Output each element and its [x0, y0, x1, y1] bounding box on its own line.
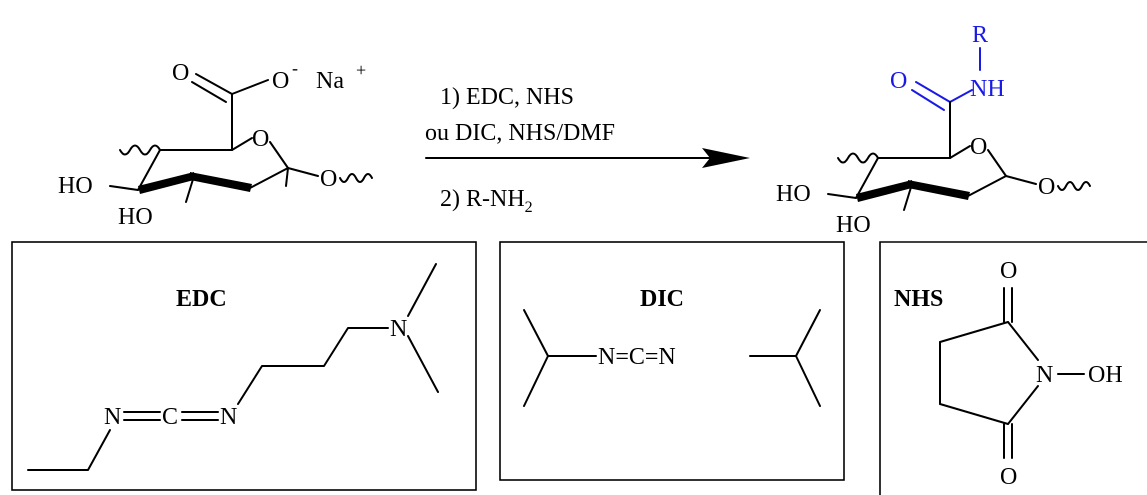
reactant-wavy-bond-right: [339, 173, 373, 183]
edc-title: EDC: [176, 286, 227, 312]
condition-step1-line2: ou DIC, NHS/DMF: [425, 120, 615, 146]
carboxyl-o-bond: [231, 79, 269, 95]
reactant-carbonyl-o: O: [172, 60, 189, 86]
edc-box: [11, 241, 477, 491]
ring-c5-o-bond: [231, 137, 253, 151]
product-structure: R NH O HO HO O O: [776, 22, 1091, 238]
reactant-structure: O O - Na + HO HO O O: [58, 58, 373, 230]
product-ring-o-c1-bond: [987, 149, 1007, 177]
nhs-panel: NHS O N OH O: [879, 241, 1147, 495]
product-ring-front-wedge-left: [856, 180, 912, 202]
reactant-wavy-bond-left: [119, 144, 161, 156]
dic-right-iso-up: [795, 309, 821, 357]
product-ring-front-wedge-right: [908, 180, 970, 200]
condition-step1-line1: 1) EDC, NHS: [440, 84, 574, 110]
reactant-ho-bottom: HO: [118, 204, 153, 230]
ring-c1-glyco-bond: [285, 167, 289, 187]
ring-o-c1-bond: [269, 141, 289, 169]
ring-front-wedge-left: [138, 172, 194, 194]
nhs-n: N: [1036, 362, 1053, 388]
product-ho-c3-bond: [827, 193, 857, 199]
dic-title: DIC: [640, 286, 684, 312]
product-nh: NH: [970, 76, 1005, 102]
product-r-group: R: [972, 22, 988, 48]
dic-left-iso-down: [523, 355, 549, 407]
product-glyco-o: O: [1038, 174, 1055, 200]
edc-n-right: N: [220, 404, 237, 430]
product-amide-c-n-bond: [949, 89, 973, 103]
edc-panel: EDC N C N N: [11, 241, 477, 491]
reactant-glyco-o: O: [320, 166, 337, 192]
ring-front-wedge-right: [190, 172, 252, 192]
carbonyl-double-bond-b: [191, 81, 227, 103]
edc-c: C: [162, 404, 178, 430]
product-ring-c4-c3-bond: [855, 157, 879, 199]
condition-step2-prefix: 2) R-NH: [440, 186, 525, 212]
nhs-ring-n-top: [1007, 321, 1039, 361]
nhs-o-top: O: [1000, 258, 1017, 284]
nhs-box: [879, 241, 1147, 495]
reactant-ring-o: O: [252, 126, 269, 152]
product-ring-c5-o-bond: [949, 145, 971, 159]
reactant-carboxylate-charge: -: [292, 58, 298, 78]
carbonyl-double-bond-a: [195, 73, 233, 95]
glyco-bond: [287, 167, 319, 177]
edc-n-amine: N: [390, 316, 407, 342]
edc-methyl-up: [407, 263, 437, 317]
reaction-conditions: 1) EDC, NHS ou DIC, NHS/DMF 2) R-NH2: [425, 84, 750, 216]
product-carbonyl-o: O: [890, 68, 907, 94]
nhs-ring-n-bottom: [1007, 385, 1039, 425]
product-ring-o: O: [970, 134, 987, 160]
dic-panel: DIC N=C=N: [499, 241, 845, 481]
nhs-ring-bottom: [939, 403, 1009, 425]
ho-c3-bond: [109, 185, 139, 191]
dic-box: [499, 241, 845, 481]
reactant-ho-left: HO: [58, 173, 93, 199]
edc-ethyl-chain: [27, 429, 111, 471]
dic-left-iso-up: [523, 309, 549, 357]
dic-right-iso-down: [795, 355, 821, 407]
product-ring-c2-c1-bond: [967, 175, 1007, 197]
dic-formula: N=C=N: [598, 344, 676, 370]
nhs-oh: OH: [1088, 362, 1123, 388]
product-ho-left: HO: [776, 181, 811, 207]
condition-step2-sub: 2: [525, 199, 533, 216]
reactant-counter-ion: Na: [316, 68, 344, 94]
ring-c4-c3-bond: [137, 149, 161, 191]
product-ho-bottom: HO: [836, 212, 871, 238]
product-ho-c2-bond: [903, 183, 913, 211]
product-carbonyl-double-bond-b: [911, 89, 945, 111]
ho-c2-bond: [185, 175, 195, 203]
product-wavy-bond-left: [837, 152, 879, 164]
reactant-counter-ion-charge: +: [356, 60, 366, 80]
nhs-title: NHS: [894, 286, 943, 312]
edc-n-left: N: [104, 404, 121, 430]
product-glyco-bond: [1005, 175, 1037, 185]
ring-c2-c1-bond: [249, 167, 289, 189]
product-wavy-bond-right: [1057, 181, 1091, 191]
edc-propyl-chain: [237, 327, 389, 405]
edc-methyl-down: [407, 335, 439, 393]
product-carbonyl-double-bond-a: [915, 81, 951, 103]
nhs-ring-top: [939, 321, 1009, 343]
nhs-o-bottom: O: [1000, 464, 1017, 490]
reactant-carboxylate-o: O: [272, 68, 289, 94]
reaction-arrow-head: [702, 148, 750, 168]
condition-step2: 2) R-NH2: [440, 186, 533, 216]
